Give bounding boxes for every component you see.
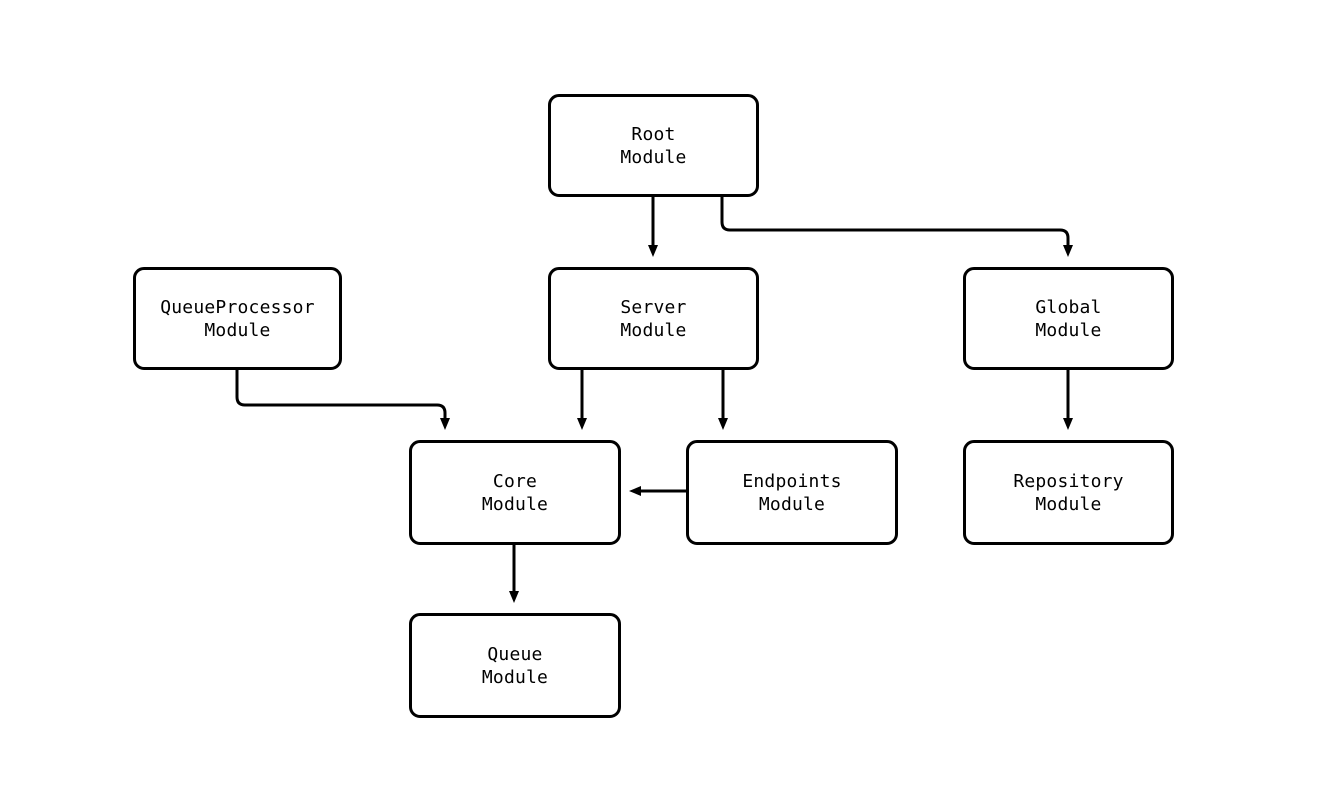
node-server-module-label: Server Module bbox=[620, 296, 687, 341]
edge-root-global bbox=[720, 197, 1073, 257]
node-endpoints-module[interactable]: Endpoints Module bbox=[686, 440, 898, 545]
node-core-module-label: Core Module bbox=[481, 470, 549, 515]
node-queueprocessor-module[interactable]: QueueProcessor Module bbox=[133, 267, 342, 370]
node-global-module[interactable]: Global Module bbox=[963, 267, 1174, 370]
node-server-module[interactable]: Server Module bbox=[548, 267, 759, 370]
node-core-module[interactable]: Core Module bbox=[409, 440, 621, 545]
node-queueprocessor-module-label: QueueProcessor Module bbox=[160, 296, 315, 341]
node-endpoints-module-label: Endpoints Module bbox=[742, 470, 842, 515]
node-queue-module[interactable]: Queue Module bbox=[409, 613, 621, 718]
node-root-module[interactable]: Root Module bbox=[548, 94, 759, 197]
node-queue-module-label: Queue Module bbox=[481, 643, 549, 688]
node-repository-module-label: Repository Module bbox=[1013, 470, 1124, 515]
edge-queueprocessor-core bbox=[235, 370, 450, 430]
node-repository-module[interactable]: Repository Module bbox=[963, 440, 1174, 545]
node-global-module-label: Global Module bbox=[1035, 296, 1102, 341]
node-root-module-label: Root Module bbox=[620, 123, 687, 168]
